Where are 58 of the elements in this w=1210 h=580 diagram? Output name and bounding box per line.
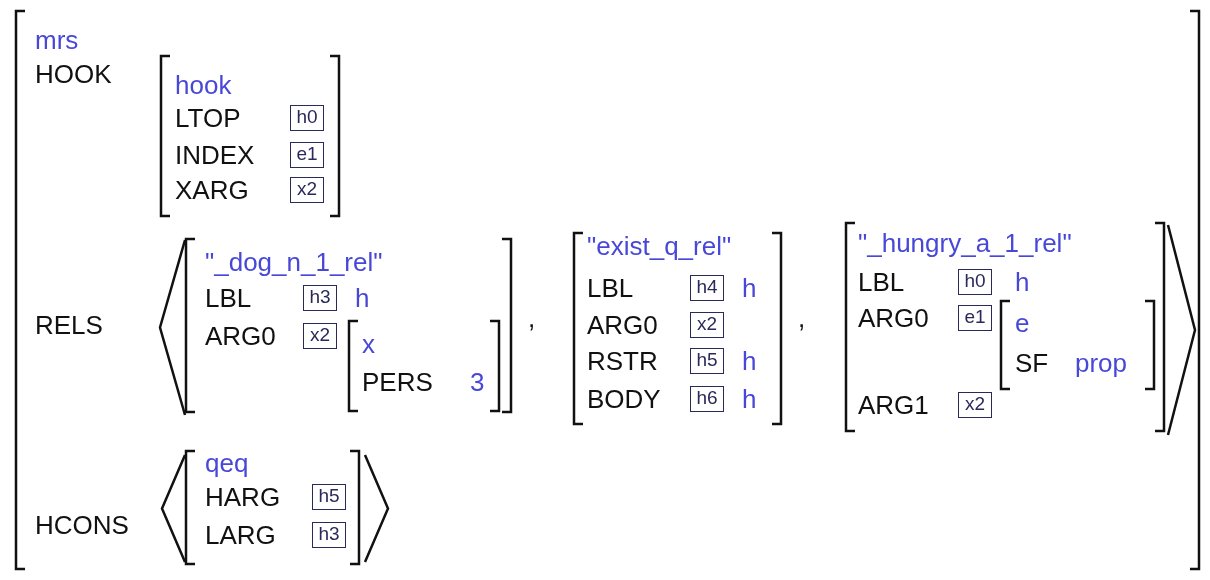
type-value: h bbox=[1015, 267, 1030, 297]
feature-name: ARG0 bbox=[858, 303, 929, 333]
feature-matrix bbox=[185, 238, 512, 413]
tag-box: h0 bbox=[290, 105, 324, 131]
feature-matrix bbox=[15, 10, 1200, 570]
feature-name: LARG bbox=[205, 520, 276, 550]
tag-box: h5 bbox=[690, 348, 724, 374]
feature-matrix bbox=[845, 222, 1165, 432]
tag-box: x2 bbox=[958, 392, 992, 418]
feature-name: INDEX bbox=[175, 140, 255, 170]
comma: , bbox=[528, 303, 536, 333]
type-value: mrs bbox=[35, 25, 79, 55]
feature-name: RSTR bbox=[587, 346, 658, 376]
tag-box: e1 bbox=[290, 142, 324, 168]
type-value: qeq bbox=[205, 448, 249, 478]
tag-box: e1 bbox=[958, 305, 992, 331]
type-value: "exist_q_rel" bbox=[587, 231, 732, 261]
feature-name: RELS bbox=[35, 310, 103, 340]
type-value: x bbox=[362, 329, 375, 359]
tag-box: x2 bbox=[303, 323, 337, 349]
type-value: hook bbox=[175, 70, 232, 100]
type-value: h bbox=[742, 273, 757, 303]
feature-name: XARG bbox=[175, 175, 249, 205]
tag-box: x2 bbox=[290, 177, 324, 203]
feature-name: LBL bbox=[587, 273, 634, 303]
feature-name: LTOP bbox=[175, 103, 241, 133]
tag-box: h5 bbox=[312, 484, 346, 510]
feature-matrix bbox=[160, 55, 340, 217]
type-value: h bbox=[355, 283, 370, 313]
type-value: 3 bbox=[470, 367, 485, 397]
feature-matrix bbox=[1000, 300, 1155, 390]
feature-name: HARG bbox=[205, 482, 281, 512]
feature-matrix bbox=[573, 232, 782, 425]
tag-box: h6 bbox=[690, 386, 724, 412]
feature-matrix bbox=[348, 320, 500, 412]
feature-name: HCONS bbox=[35, 510, 129, 540]
feature-name: ARG1 bbox=[858, 390, 929, 420]
feature-name: ARG0 bbox=[205, 321, 276, 351]
feature-matrix bbox=[185, 450, 360, 565]
feature-name: ARG0 bbox=[587, 310, 658, 340]
type-value: e bbox=[1015, 308, 1030, 338]
feature-name: LBL bbox=[205, 283, 252, 313]
tag-box: h0 bbox=[958, 269, 992, 295]
type-value: h bbox=[742, 384, 757, 414]
type-value: prop bbox=[1075, 348, 1128, 378]
type-value: "_dog_n_1_rel" bbox=[205, 247, 383, 277]
feature-name: BODY bbox=[587, 384, 661, 414]
feature-name: LBL bbox=[858, 267, 905, 297]
feature-name: PERS bbox=[362, 367, 433, 397]
tag-box: h3 bbox=[303, 285, 337, 311]
type-value: "_hungry_a_1_rel" bbox=[858, 228, 1072, 258]
tag-box: x2 bbox=[690, 312, 724, 338]
comma: , bbox=[798, 303, 806, 333]
tag-box: h4 bbox=[690, 275, 724, 301]
tag-box: h3 bbox=[312, 522, 346, 548]
feature-name: HOOK bbox=[35, 59, 112, 89]
type-value: h bbox=[742, 346, 757, 376]
feature-name: SF bbox=[1015, 348, 1049, 378]
